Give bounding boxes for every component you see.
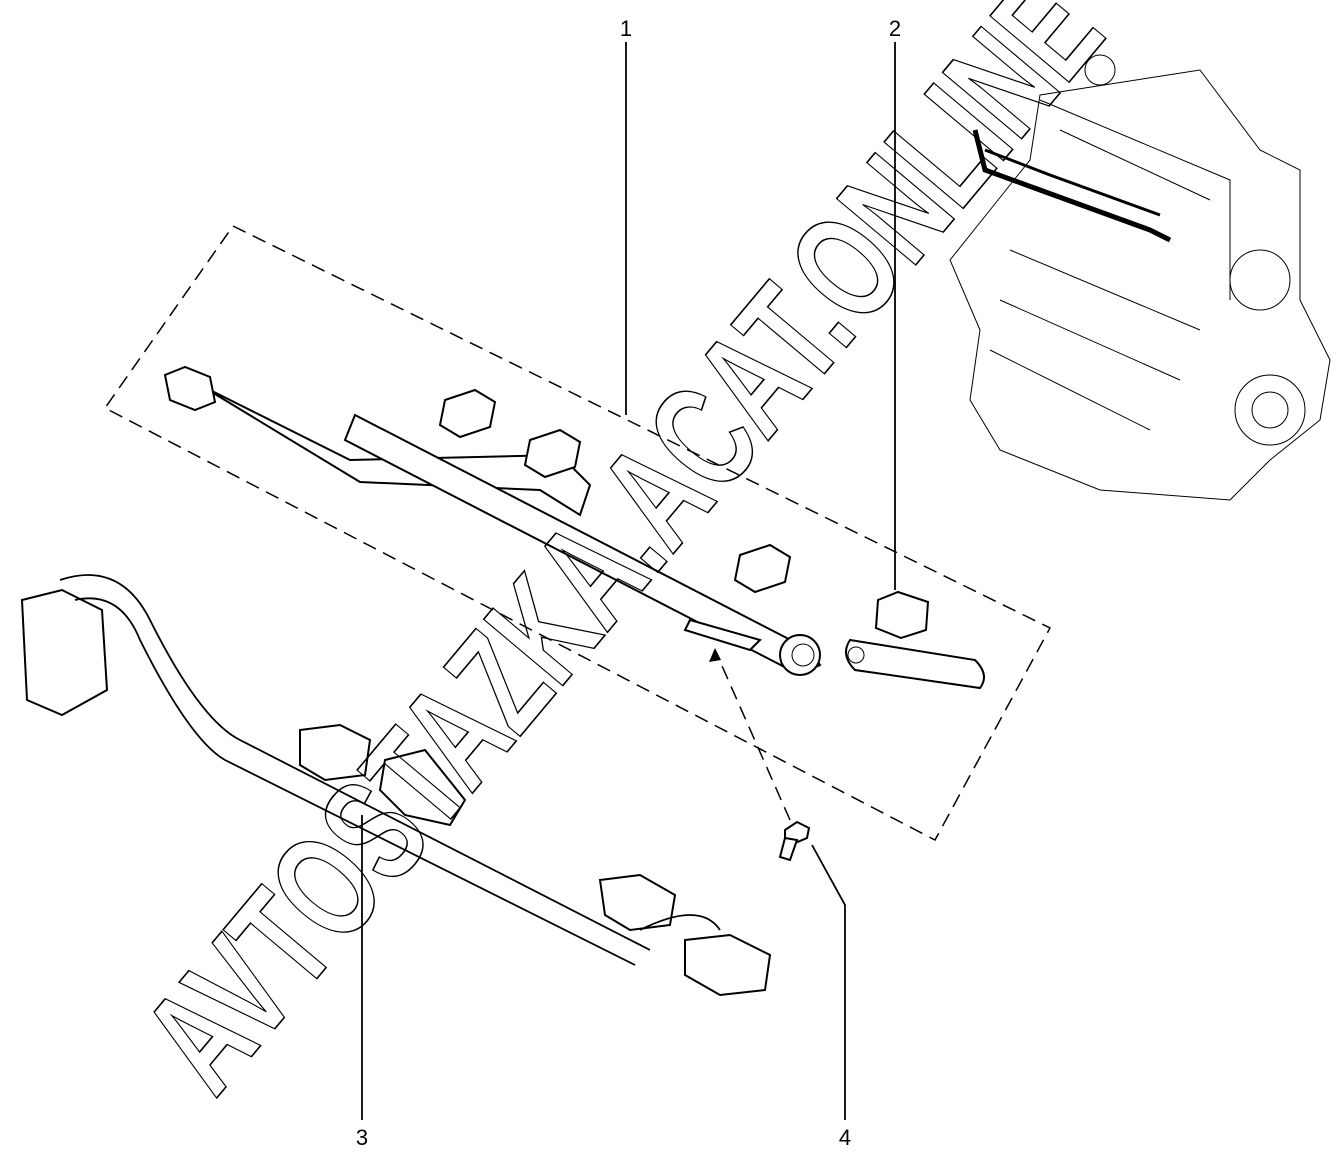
engine-illustration xyxy=(949,54,1331,501)
callout-2: 2 xyxy=(889,16,901,41)
callout-4: 4 xyxy=(839,1125,851,1150)
assembly-boundary xyxy=(103,225,1052,842)
watermark: AVTOSTAZKA.ACAT.ONLINE xyxy=(111,0,1133,1121)
callout-1: 1 xyxy=(620,16,632,41)
fuel-rail xyxy=(163,365,822,677)
fuel-injector xyxy=(845,590,985,690)
wiring-harness xyxy=(20,574,772,997)
screw xyxy=(709,648,811,862)
callout-3: 3 xyxy=(356,1125,368,1150)
leader-4 xyxy=(811,844,846,1120)
